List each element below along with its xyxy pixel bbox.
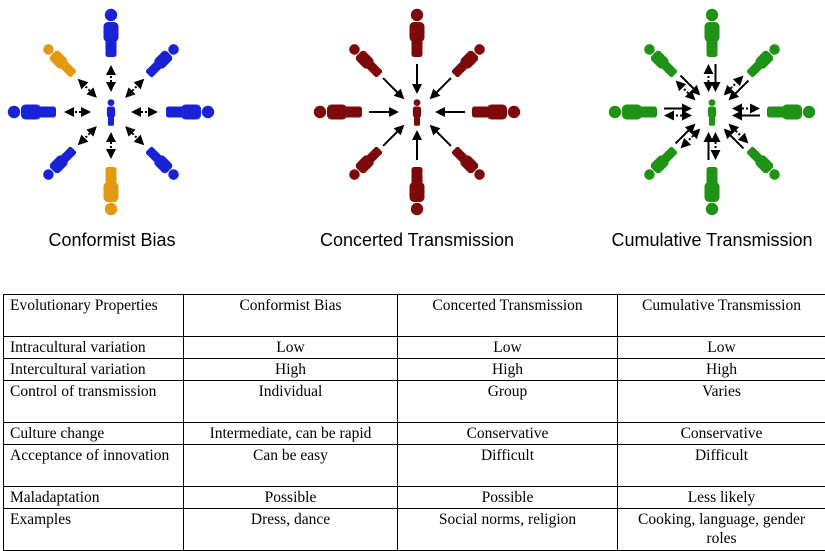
- header-cumulative-transmission: Cumulative Transmission: [618, 295, 825, 337]
- outer-person-icon: [472, 105, 520, 120]
- center-person-icon: [413, 99, 421, 126]
- inward-arrow-icon: [383, 78, 403, 98]
- outer-person-icon: [144, 41, 182, 79]
- outer-person-icon: [450, 145, 488, 183]
- table-cell: Possible: [184, 487, 398, 509]
- table-cell: Difficult: [398, 445, 618, 487]
- table-cell: Difficult: [618, 445, 825, 487]
- properties-table: Evolutionary Properties Conformist Bias …: [3, 294, 825, 551]
- outer-person-icon: [346, 145, 384, 183]
- header-evolutionary-properties: Evolutionary Properties: [4, 295, 184, 337]
- outer-person-icon: [609, 105, 657, 120]
- concerted-transmission-diagram: [314, 9, 520, 215]
- table-header-row: Evolutionary Properties Conformist Bias …: [4, 295, 825, 337]
- cumulative-transmission-diagram: [609, 9, 815, 215]
- diagram-caption-concerted-transmission: Concerted Transmission: [300, 230, 534, 256]
- table-cell: Can be easy: [184, 445, 398, 487]
- table-row: Intracultural variation Low Low Low: [4, 337, 825, 359]
- outer-person-icon: [104, 167, 119, 215]
- table-cell: Cooking, language, gender roles: [618, 509, 825, 551]
- table-cell: Less likely: [618, 487, 825, 509]
- outer-person-icon: [641, 41, 679, 79]
- table-cell: High: [618, 359, 825, 381]
- outer-person-icon: [8, 105, 56, 120]
- outer-person-icon: [705, 9, 720, 57]
- table-row: Control of transmission Individual Group…: [4, 381, 825, 423]
- inward-arrow-icon: [676, 125, 694, 143]
- inward-arrow-icon: [431, 126, 451, 146]
- bidirectional-dotted-arrow-icon: [677, 82, 694, 99]
- row-label: Culture change: [4, 423, 184, 445]
- table-cell: Dress, dance: [184, 509, 398, 551]
- table-cell: High: [184, 359, 398, 381]
- row-label: Maladaptation: [4, 487, 184, 509]
- outer-person-icon: [346, 41, 384, 79]
- header-conformist-bias: Conformist Bias: [184, 295, 398, 337]
- table-cell: Individual: [184, 381, 398, 423]
- outer-person-icon: [410, 167, 425, 215]
- table-cell: Social norms, religion: [398, 509, 618, 551]
- table-row: Maladaptation Possible Possible Less lik…: [4, 487, 825, 509]
- row-label: Intercultural variation: [4, 359, 184, 381]
- table-cell: Conservative: [398, 423, 618, 445]
- outer-person-icon: [767, 105, 815, 120]
- table-cell: Group: [398, 381, 618, 423]
- table-cell: Low: [184, 337, 398, 359]
- outer-person-icon: [40, 145, 78, 183]
- table-cell: Intermediate, can be rapid: [184, 423, 398, 445]
- bidirectional-dotted-arrow-icon: [127, 80, 143, 96]
- outer-person-icon: [40, 41, 78, 79]
- table-cell: Varies: [618, 381, 825, 423]
- table-row: Examples Dress, dance Social norms, reli…: [4, 509, 825, 551]
- outer-person-icon: [745, 41, 783, 79]
- table-row: Intercultural variation High High High: [4, 359, 825, 381]
- table-cell: Low: [398, 337, 618, 359]
- row-label: Control of transmission: [4, 381, 184, 423]
- diagram-caption-cumulative-transmission: Cumulative Transmission: [596, 230, 825, 256]
- center-person-icon: [708, 99, 716, 126]
- conformist-bias-diagram: [8, 9, 214, 215]
- row-label: Intracultural variation: [4, 337, 184, 359]
- outer-person-icon: [144, 145, 182, 183]
- outer-person-icon: [641, 145, 679, 183]
- bidirectional-dotted-arrow-icon: [725, 77, 742, 94]
- outer-person-icon: [166, 105, 214, 120]
- table-cell: Possible: [398, 487, 618, 509]
- inward-arrow-icon: [725, 130, 743, 148]
- bidirectional-dotted-arrow-icon: [127, 128, 143, 144]
- outer-person-icon: [104, 9, 119, 57]
- table-row: Culture change Intermediate, can be rapi…: [4, 423, 825, 445]
- table-cell: High: [398, 359, 618, 381]
- outer-person-icon: [705, 167, 720, 215]
- outer-person-icon: [314, 105, 362, 120]
- table-cell: Low: [618, 337, 825, 359]
- inward-arrow-icon: [431, 78, 451, 98]
- outer-person-icon: [450, 41, 488, 79]
- outer-person-icon: [410, 9, 425, 57]
- outer-person-icon: [745, 145, 783, 183]
- inward-arrow-icon: [730, 81, 748, 99]
- bidirectional-dotted-arrow-icon: [79, 128, 95, 144]
- table-cell: Conservative: [618, 423, 825, 445]
- center-person-icon: [107, 99, 115, 126]
- row-label: Acceptance of innovation: [4, 445, 184, 487]
- header-concerted-transmission: Concerted Transmission: [398, 295, 618, 337]
- table-row: Acceptance of innovation Can be easy Dif…: [4, 445, 825, 487]
- inward-arrow-icon: [681, 76, 699, 94]
- inward-arrow-icon: [383, 126, 403, 146]
- bidirectional-dotted-arrow-icon: [682, 130, 699, 147]
- bidirectional-dotted-arrow-icon: [730, 125, 747, 142]
- row-label: Examples: [4, 509, 184, 551]
- diagram-caption-conformist-bias: Conformist Bias: [12, 230, 212, 256]
- bidirectional-dotted-arrow-icon: [79, 80, 95, 96]
